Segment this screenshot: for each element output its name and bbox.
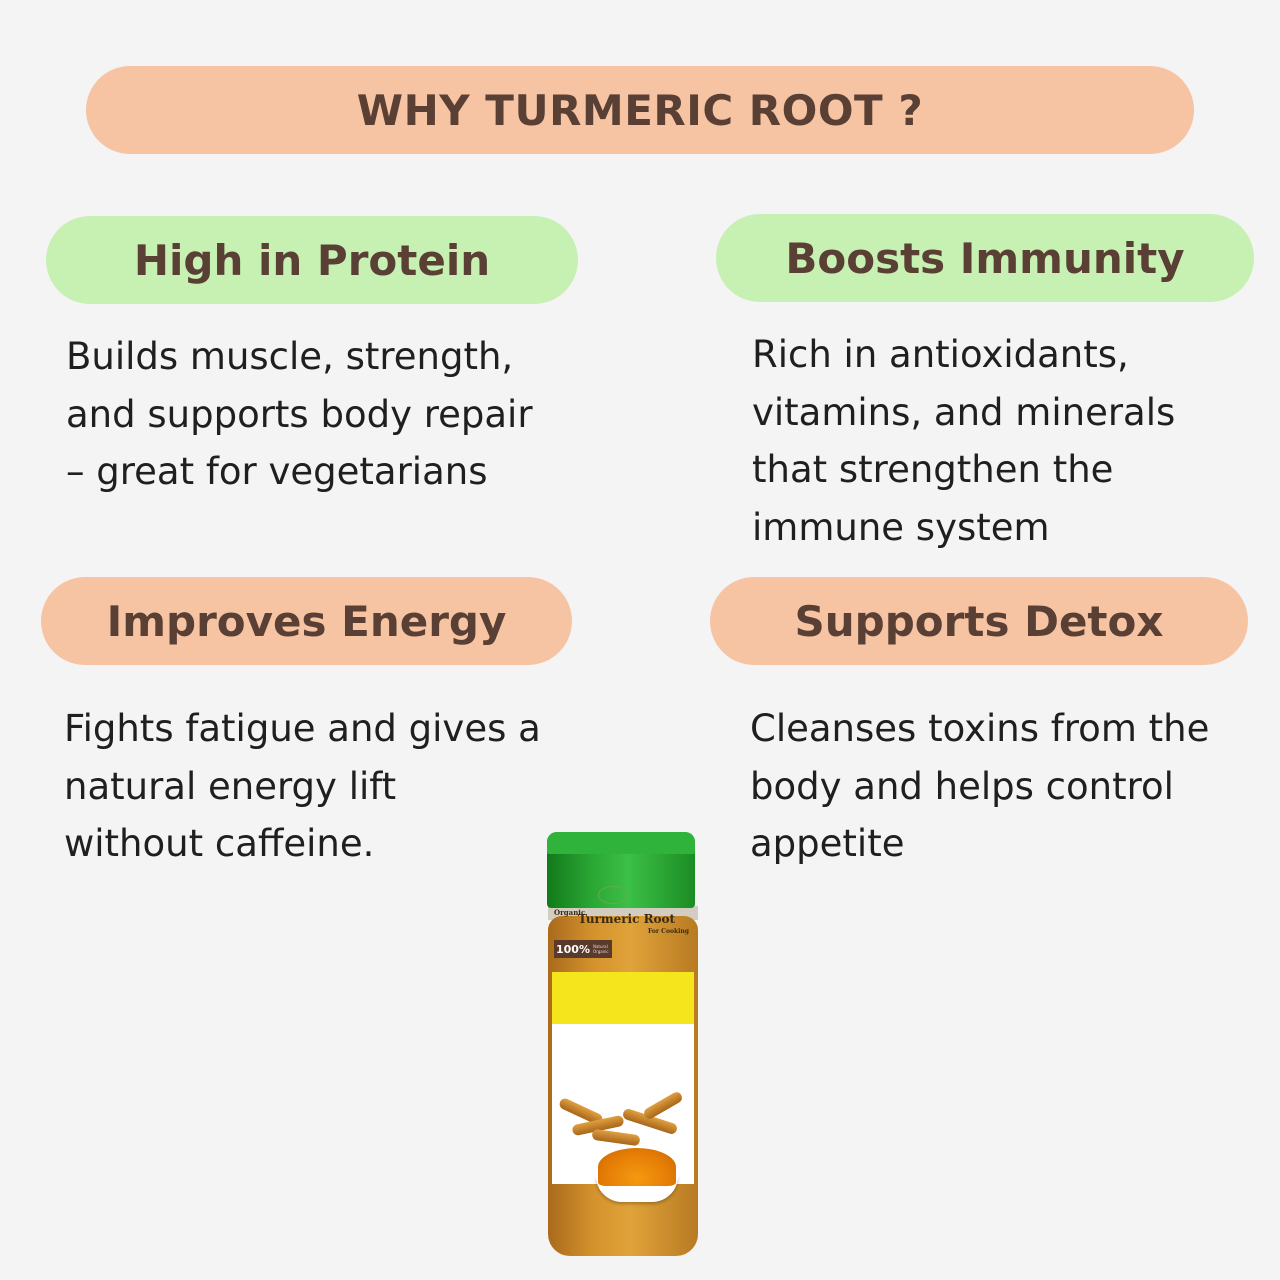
description-line: immune system <box>752 505 1050 549</box>
description-boosts-immunity: Rich in antioxidants, vitamins, and mine… <box>752 326 1175 556</box>
jar-label-band <box>552 972 694 1024</box>
description-line: and supports body repair <box>66 392 533 436</box>
turmeric-powder-icon <box>598 1148 676 1186</box>
description-line: Rich in antioxidants, <box>752 333 1129 376</box>
heading-boosts-immunity: Boosts Immunity <box>716 214 1254 302</box>
description-high-in-protein: Builds muscle, strength, and supports bo… <box>66 328 533 501</box>
description-line: – great for vegetarians <box>66 450 488 493</box>
heading-improves-energy: Improves Energy <box>41 577 572 665</box>
description-line: Cleanses toxins from the <box>750 707 1210 750</box>
description-line: that strengthen the <box>752 448 1114 491</box>
jar-body <box>548 916 698 1256</box>
jar-cap-top <box>547 832 695 854</box>
page-title: WHY TURMERIC ROOT ? <box>86 66 1194 154</box>
jar-label <box>552 1024 694 1202</box>
description-line: Builds muscle, strength, <box>66 335 514 378</box>
brand-logo-icon <box>598 886 628 904</box>
description-line: body and helps control <box>750 764 1174 808</box>
description-line: vitamins, and minerals <box>752 390 1176 434</box>
label-organic: Organic <box>554 908 586 917</box>
heading-supports-detox: Supports Detox <box>710 577 1248 665</box>
label-product-name: Turmeric Root <box>578 912 676 926</box>
description-line: appetite <box>750 822 905 865</box>
turmeric-root-icon <box>591 1128 641 1147</box>
description-line: Fights fatigue and gives a <box>64 707 541 750</box>
turmeric-root-icon <box>642 1090 684 1121</box>
badge-text: Natural Organic <box>592 944 609 954</box>
description-supports-detox: Cleanses toxins from the body and helps … <box>750 700 1209 873</box>
heading-high-in-protein: High in Protein <box>46 216 578 304</box>
turmeric-jar-image: Organic Turmeric Root For Cooking 100% N… <box>540 828 705 1258</box>
description-improves-energy: Fights fatigue and gives a natural energ… <box>64 700 541 873</box>
description-line: without caffeine. <box>64 822 375 865</box>
description-line: natural energy lift <box>64 764 397 808</box>
label-for-cooking: For Cooking <box>648 928 689 935</box>
badge-percent: 100% <box>556 942 590 956</box>
natural-organic-badge: 100% Natural Organic <box>554 940 612 958</box>
